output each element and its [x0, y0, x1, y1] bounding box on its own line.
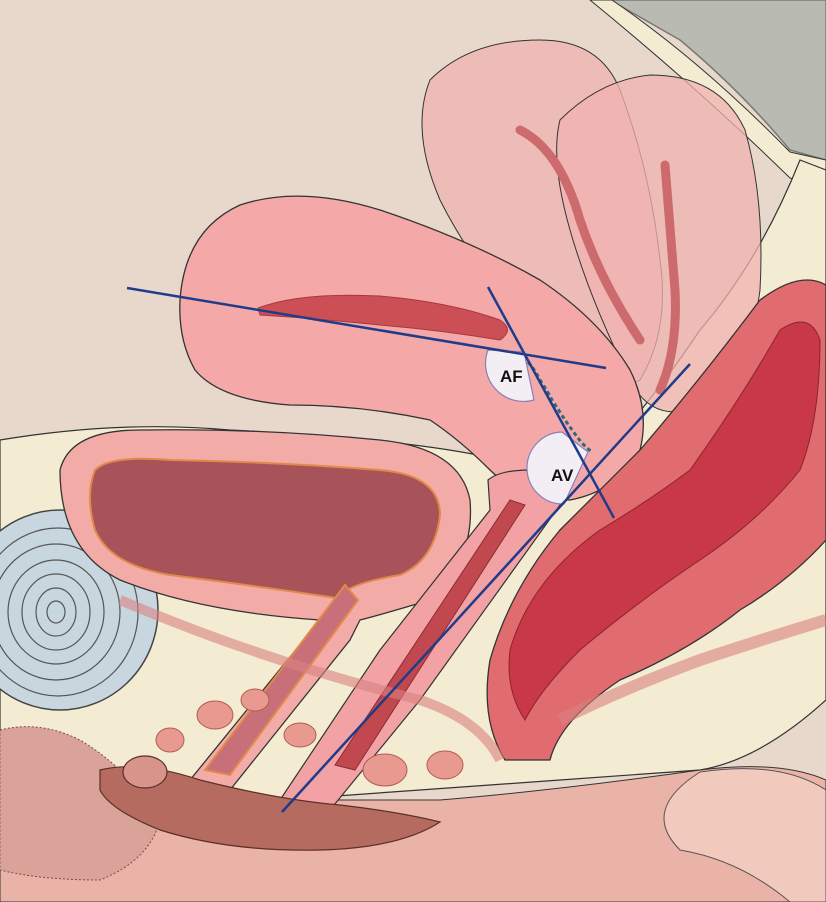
cavity-position-1	[515, 125, 645, 345]
endometrial-cavity	[257, 294, 508, 341]
anteflexion-angle	[484, 349, 535, 403]
buttock	[663, 768, 826, 902]
labia	[99, 766, 442, 851]
cervical-axis	[486, 286, 616, 519]
anteversion-label: AV	[551, 466, 574, 485]
sacrum	[608, 0, 826, 161]
cervical-canal	[526, 361, 593, 454]
cavity-position-2	[655, 160, 680, 395]
bladder-lumen	[89, 457, 442, 601]
pelvic-floor-muscle	[118, 595, 505, 763]
clitoris	[122, 755, 168, 789]
rectum-lumen	[508, 321, 821, 721]
sphincter-muscle	[557, 614, 826, 726]
anteversion-angle	[526, 431, 589, 505]
anteflexion-label: AF	[500, 367, 523, 386]
vaginal-axis	[281, 363, 691, 813]
perineal-structures	[155, 688, 464, 787]
